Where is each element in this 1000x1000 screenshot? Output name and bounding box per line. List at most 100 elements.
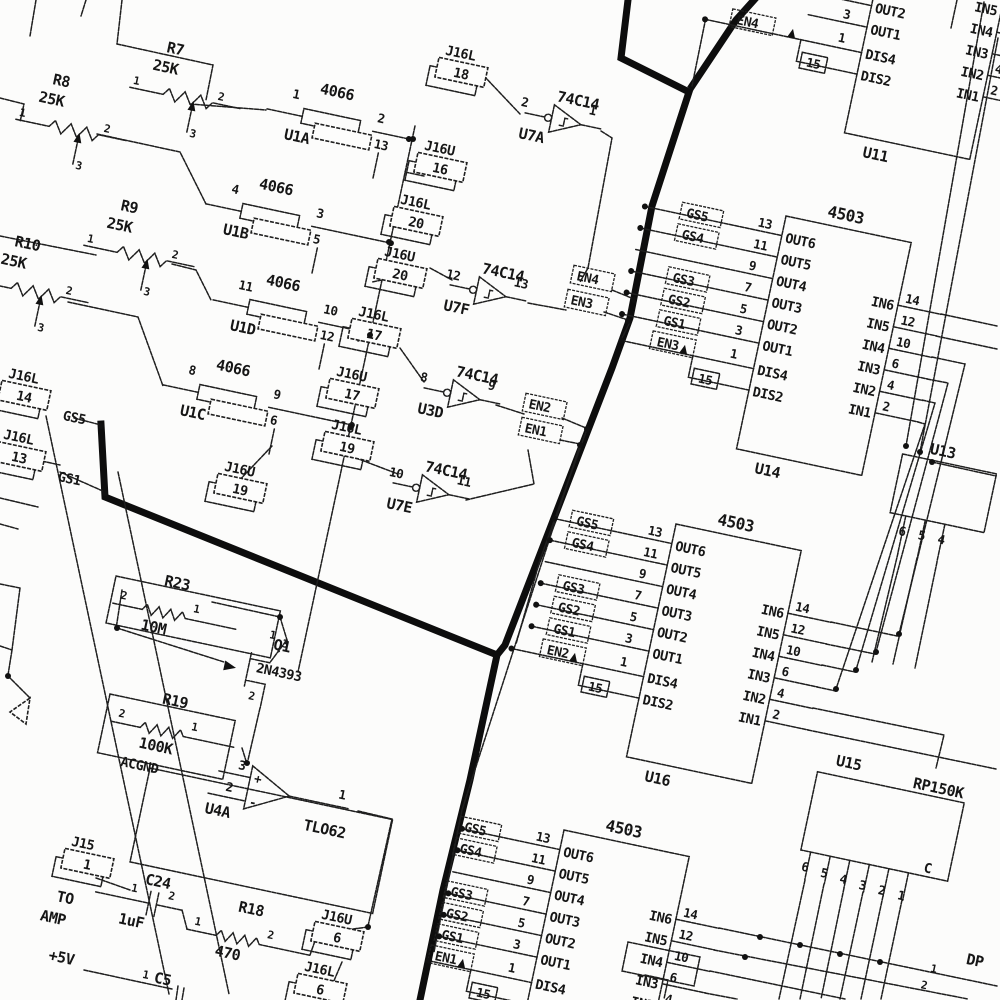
net-label: GS1 (440, 928, 465, 947)
junction-dot (618, 337, 625, 344)
component-label: U1B (221, 220, 250, 243)
connector-pin: 16 (431, 160, 450, 179)
connector-label: J16L (444, 43, 478, 65)
net-label-acgnd: ACGND (119, 754, 160, 778)
pin-number: 10 (895, 334, 912, 352)
wire (510, 647, 645, 699)
corner-label: C (922, 860, 933, 877)
annotation-dp: DP (965, 950, 986, 971)
wire (207, 770, 349, 810)
box (798, 51, 829, 75)
junction-dot (386, 239, 392, 245)
junction-dot (577, 442, 583, 448)
pin-number: 11 (752, 236, 769, 254)
box (250, 217, 312, 246)
net-label-box (538, 638, 588, 667)
connector-label: J16U (423, 138, 457, 160)
pin-number: 3 (36, 321, 45, 335)
pin-number: 1 (18, 106, 28, 120)
net-label: GS2 (666, 292, 691, 311)
pin-number: 1 (896, 887, 906, 903)
wire (479, 398, 502, 405)
pin-number: 9 (637, 566, 647, 582)
pin-number: 3 (74, 159, 83, 173)
mesh-wire (621, 941, 701, 1000)
wire (897, 304, 942, 316)
pin-number: 10 (673, 948, 690, 966)
box (468, 981, 499, 1000)
pin-number: 5 (917, 527, 927, 543)
pin-number: 2 (771, 706, 781, 722)
pin-label: OUT6 (674, 539, 708, 561)
wire (787, 612, 832, 624)
connector-pin: 20 (407, 214, 426, 233)
component-label: R7 (165, 38, 185, 59)
junction-dot (625, 318, 631, 324)
pin-number: 4 (886, 377, 896, 393)
pin-number: 13 (373, 136, 390, 154)
junction-dots (5, 136, 935, 965)
pin-number: 5 (819, 865, 829, 881)
component-label: U7F (442, 296, 471, 319)
wire-loop (96, 693, 237, 781)
net-label: GS4 (680, 228, 705, 247)
pin-number: 7 (743, 279, 753, 295)
connector-label: J16U (320, 907, 354, 929)
pin-label: IN4 (750, 645, 776, 665)
part-number: 4066 (215, 356, 253, 381)
pin-label: OUT1 (539, 952, 573, 974)
pin-number: 2 (217, 90, 226, 104)
pin-label: IN5 (865, 315, 891, 335)
pin-number: 10 (322, 301, 339, 319)
mesh-wire (816, 621, 898, 692)
wire (448, 493, 471, 500)
pin-number: 1 (337, 787, 347, 803)
connector-label: J16L (2, 427, 36, 449)
ic-4503-u16: 4503U1613OUT6GS511OUT5GS49OUT47OUT3GS35O… (508, 509, 832, 790)
pin-number: 3 (142, 285, 151, 299)
pin-label: IN2 (629, 994, 655, 1000)
junction-dot (619, 311, 626, 318)
pin-number: 1 (192, 602, 202, 616)
box (433, 56, 489, 89)
junction-dot (436, 933, 443, 940)
wire (171, 263, 212, 301)
wire (764, 720, 809, 731)
pin-wires (897, 515, 946, 563)
wiper-arrow (141, 258, 150, 270)
wire (704, 18, 863, 75)
pin-number: 1 (291, 86, 301, 102)
net-label: EN1 (433, 949, 458, 968)
wire (544, 560, 664, 588)
net-label: GS4 (458, 842, 483, 861)
junction-dot (244, 760, 250, 766)
pin-number: 12 (445, 266, 462, 284)
pin-number: 3 (281, 637, 290, 651)
pin-number: 1 (130, 881, 140, 895)
jfet-symbol (243, 639, 288, 709)
net-label-en2: EN2 (521, 392, 568, 421)
pin-label: OUT3 (770, 295, 804, 317)
wire (620, 339, 755, 391)
net-label-en1: EN1 (517, 416, 564, 445)
connector-label: J16U (383, 244, 417, 266)
net-label-en4: EN4 (569, 264, 616, 293)
pin-label: OUT3 (660, 603, 694, 625)
pin-number: 9 (487, 377, 497, 393)
pin-number: 13 (513, 274, 530, 292)
wire (892, 325, 938, 337)
pin-label: DIS4 (534, 977, 568, 999)
pin-label: IN3 (634, 972, 660, 992)
box (292, 972, 348, 1000)
net-label: GS5 (61, 408, 87, 428)
connector-label: J16L (7, 366, 41, 388)
box (257, 313, 319, 342)
ic-4503-u14: 4503U1413OUT6GS511OUT5GS49OUT47OUT3GS35O… (618, 201, 942, 482)
wire (549, 539, 669, 566)
pin-number: 1 (729, 346, 739, 362)
pin-number: 2 (989, 82, 999, 98)
capacitor-c24: C24 1 2 1uF (94, 870, 183, 932)
